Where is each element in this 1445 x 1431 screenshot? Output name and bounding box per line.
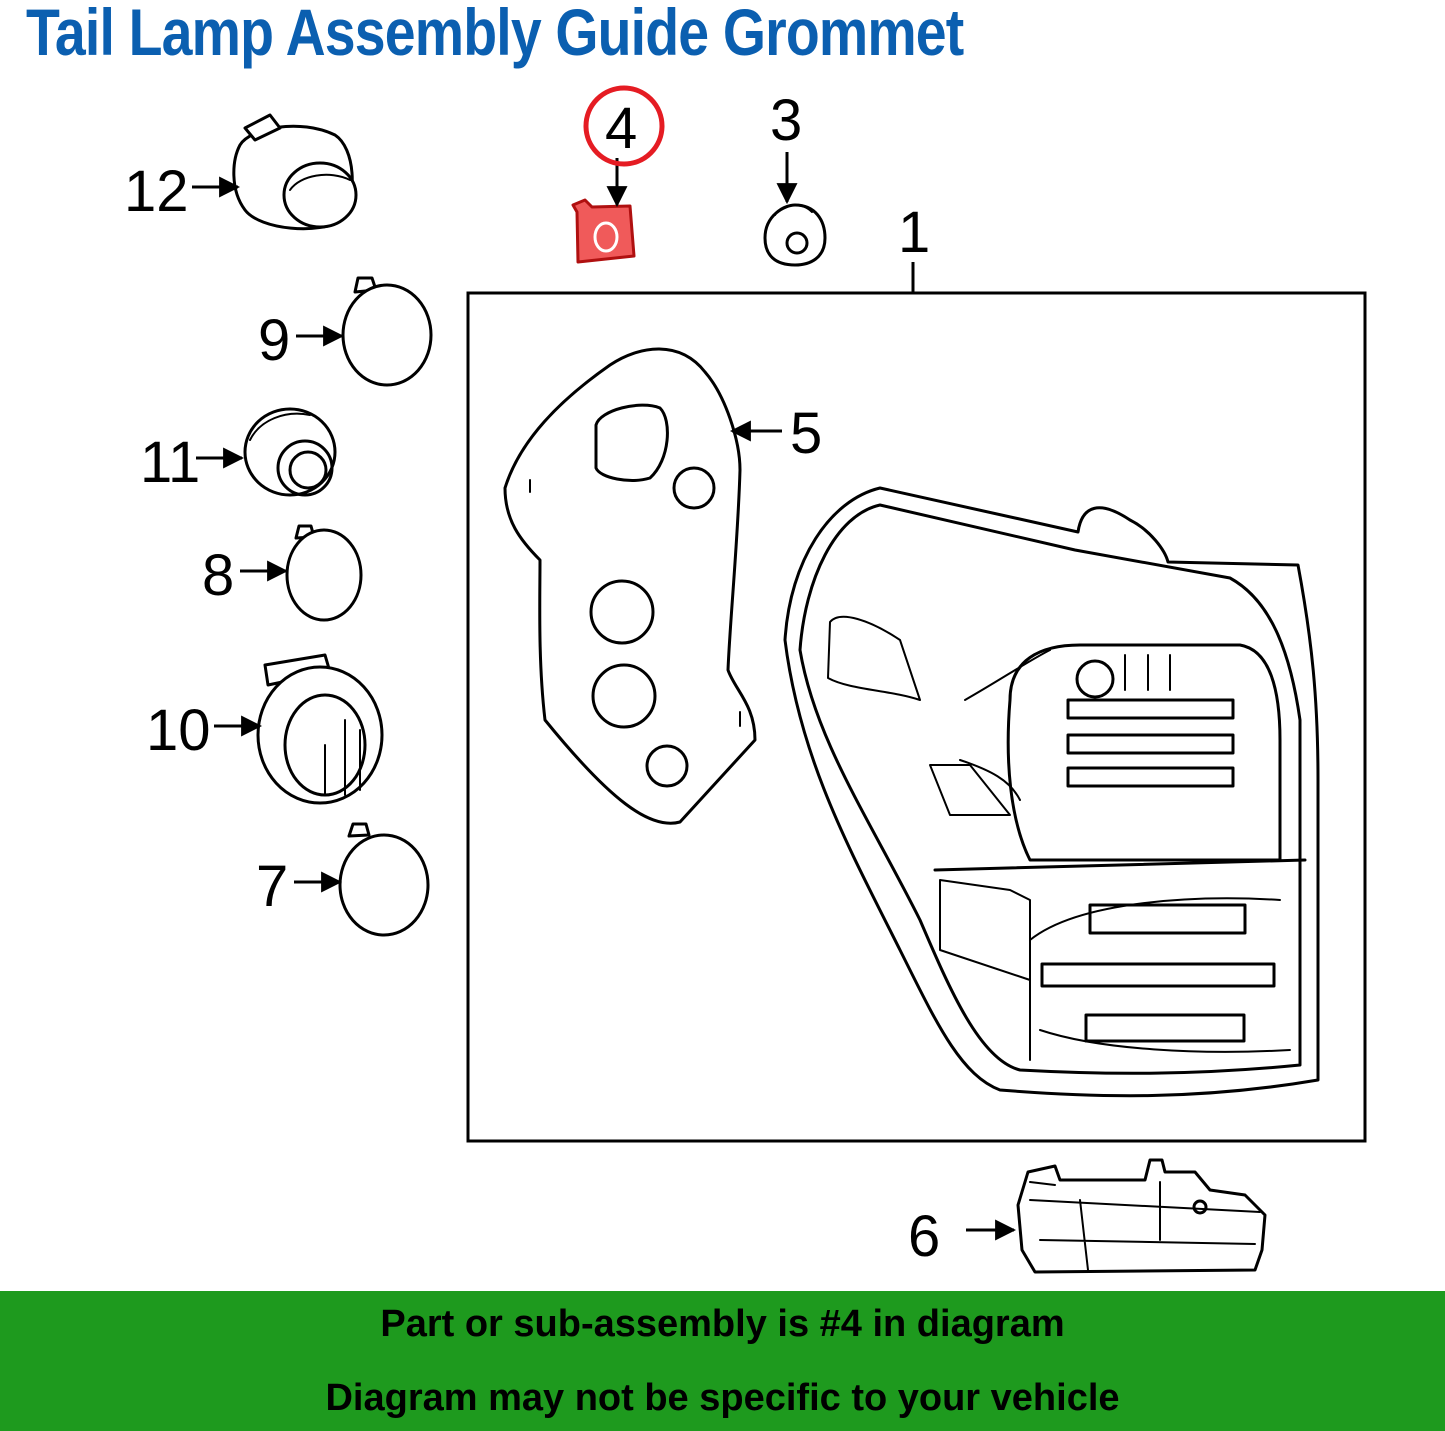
callout-5: 5 [790,401,822,466]
gasket-part-5 [503,347,757,825]
socket-part-11 [243,407,337,497]
grommet-shape [571,198,636,264]
info-banner: Part or sub-assembly is #4 in diagram Di… [0,1291,1445,1431]
banner-line-part-number: Part or sub-assembly is #4 in diagram [380,1303,1065,1345]
callout-8: 8 [202,543,234,608]
banner-line-disclaimer: Diagram may not be specific to your vehi… [325,1377,1120,1419]
bulb-part-9 [341,276,433,387]
bracket-part-6 [1016,1158,1267,1274]
callout-6: 6 [908,1204,940,1269]
callout-3: 3 [770,88,802,153]
callout-1: 1 [898,200,930,265]
highlight-circle [583,85,665,167]
assembly-frame [466,262,1367,1143]
guide-grommet-part-4 [571,198,636,264]
callout-11: 11 [140,430,200,495]
clip-part-3 [763,203,827,267]
callout-12: 12 [124,159,189,224]
callout-4: 4 [605,96,637,161]
socket-part-10 [256,653,384,805]
bulb-part-8 [285,524,363,622]
callout-7: 7 [256,854,288,919]
page-title: Tail Lamp Assembly Guide Grommet [26,0,964,69]
bulb-part-7 [338,822,430,937]
callout-9: 9 [258,308,290,373]
tail-lamp-assembly [783,486,1320,1098]
parts-diagram: 1 5 3 [124,85,1367,1274]
callout-10: 10 [146,698,211,763]
socket-part-12 [232,113,358,231]
